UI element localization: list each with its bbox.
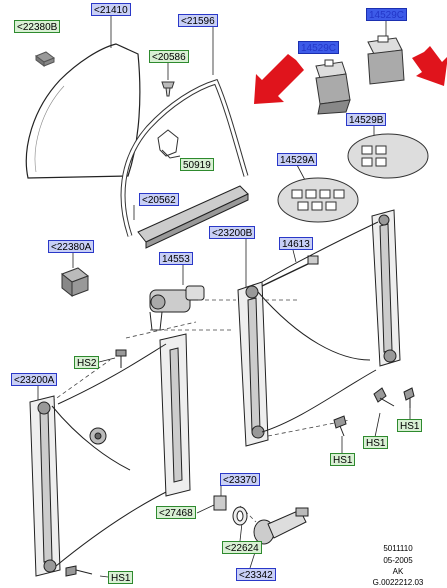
callout-hs1-b[interactable]: HS1 bbox=[397, 419, 423, 432]
callout-23342[interactable]: <23342 bbox=[236, 568, 276, 581]
diagram-date-code: 05-2005 bbox=[383, 556, 413, 565]
callout-hs1-a[interactable]: HS1 bbox=[363, 436, 389, 449]
block-22380a-part bbox=[61, 267, 89, 298]
callout-50919[interactable]: 50919 bbox=[180, 158, 214, 171]
screw-hs1-part-a bbox=[373, 387, 395, 407]
callout-14529c-selected-b[interactable]: 14529C bbox=[366, 8, 408, 21]
switch-14529c-part-a bbox=[315, 59, 351, 115]
regulator-rail-left-center bbox=[57, 333, 191, 497]
belt-moulding-part bbox=[137, 185, 249, 249]
bracket-part bbox=[157, 129, 179, 157]
callout-21596[interactable]: <21596 bbox=[178, 14, 218, 27]
red-arrow-left bbox=[254, 54, 304, 104]
switch-14529c-part-b bbox=[367, 35, 405, 85]
regulator-23200b-part bbox=[237, 281, 377, 447]
red-arrow-right bbox=[412, 46, 447, 86]
assembly-guide-lines bbox=[39, 299, 351, 523]
callout-23200a[interactable]: <23200A bbox=[11, 373, 58, 386]
screw-hs1-part-b bbox=[403, 387, 415, 408]
regulator-rail-right bbox=[261, 209, 401, 367]
diagram-reference-number: 5011110 bbox=[383, 544, 413, 553]
callout-20586[interactable]: <20586 bbox=[149, 50, 189, 63]
window-motor-part bbox=[149, 285, 205, 331]
callout-14529b[interactable]: 14529B bbox=[346, 113, 387, 126]
callout-22380a[interactable]: <22380A bbox=[48, 240, 95, 253]
clip-22380b-part bbox=[34, 51, 56, 67]
attention-arrows bbox=[254, 46, 447, 104]
callout-22624[interactable]: <22624 bbox=[222, 541, 262, 554]
switch-14529a-part bbox=[277, 177, 359, 223]
push-pin-part bbox=[161, 81, 175, 97]
callout-23370[interactable]: <23370 bbox=[220, 473, 260, 486]
callout-20562[interactable]: <20562 bbox=[139, 193, 179, 206]
callout-hs1-d[interactable]: HS1 bbox=[108, 571, 134, 584]
crank-handle-part bbox=[253, 507, 309, 545]
callout-23200b[interactable]: <23200B bbox=[209, 226, 256, 239]
callout-22380b[interactable]: <22380B bbox=[14, 20, 61, 33]
regulator-23200a-part bbox=[29, 395, 171, 577]
diagram-author-code: AK bbox=[392, 567, 404, 576]
screw-hs2-part bbox=[115, 349, 127, 368]
switch-14529b-part bbox=[347, 133, 429, 179]
window-glass bbox=[25, 43, 141, 179]
callout-21410[interactable]: <21410 bbox=[91, 3, 131, 16]
callout-27468[interactable]: <27468 bbox=[156, 506, 196, 519]
crank-spacer-23370-part bbox=[213, 495, 227, 511]
callout-14529c-selected-a[interactable]: 14529C bbox=[298, 41, 340, 54]
callout-hs1-c[interactable]: HS1 bbox=[330, 453, 356, 466]
diagram-figure-id: G.0022212.03 bbox=[372, 578, 424, 587]
callout-14529a[interactable]: 14529A bbox=[277, 153, 318, 166]
callout-14553[interactable]: 14553 bbox=[159, 252, 193, 265]
escutcheon-ring-part bbox=[232, 506, 248, 526]
wire-connector-part bbox=[261, 255, 319, 287]
callout-14613[interactable]: 14613 bbox=[279, 237, 313, 250]
screw-hs1-part-c bbox=[333, 415, 347, 437]
callout-hs2[interactable]: HS2 bbox=[74, 356, 100, 369]
screw-hs1-part-d bbox=[65, 565, 93, 577]
